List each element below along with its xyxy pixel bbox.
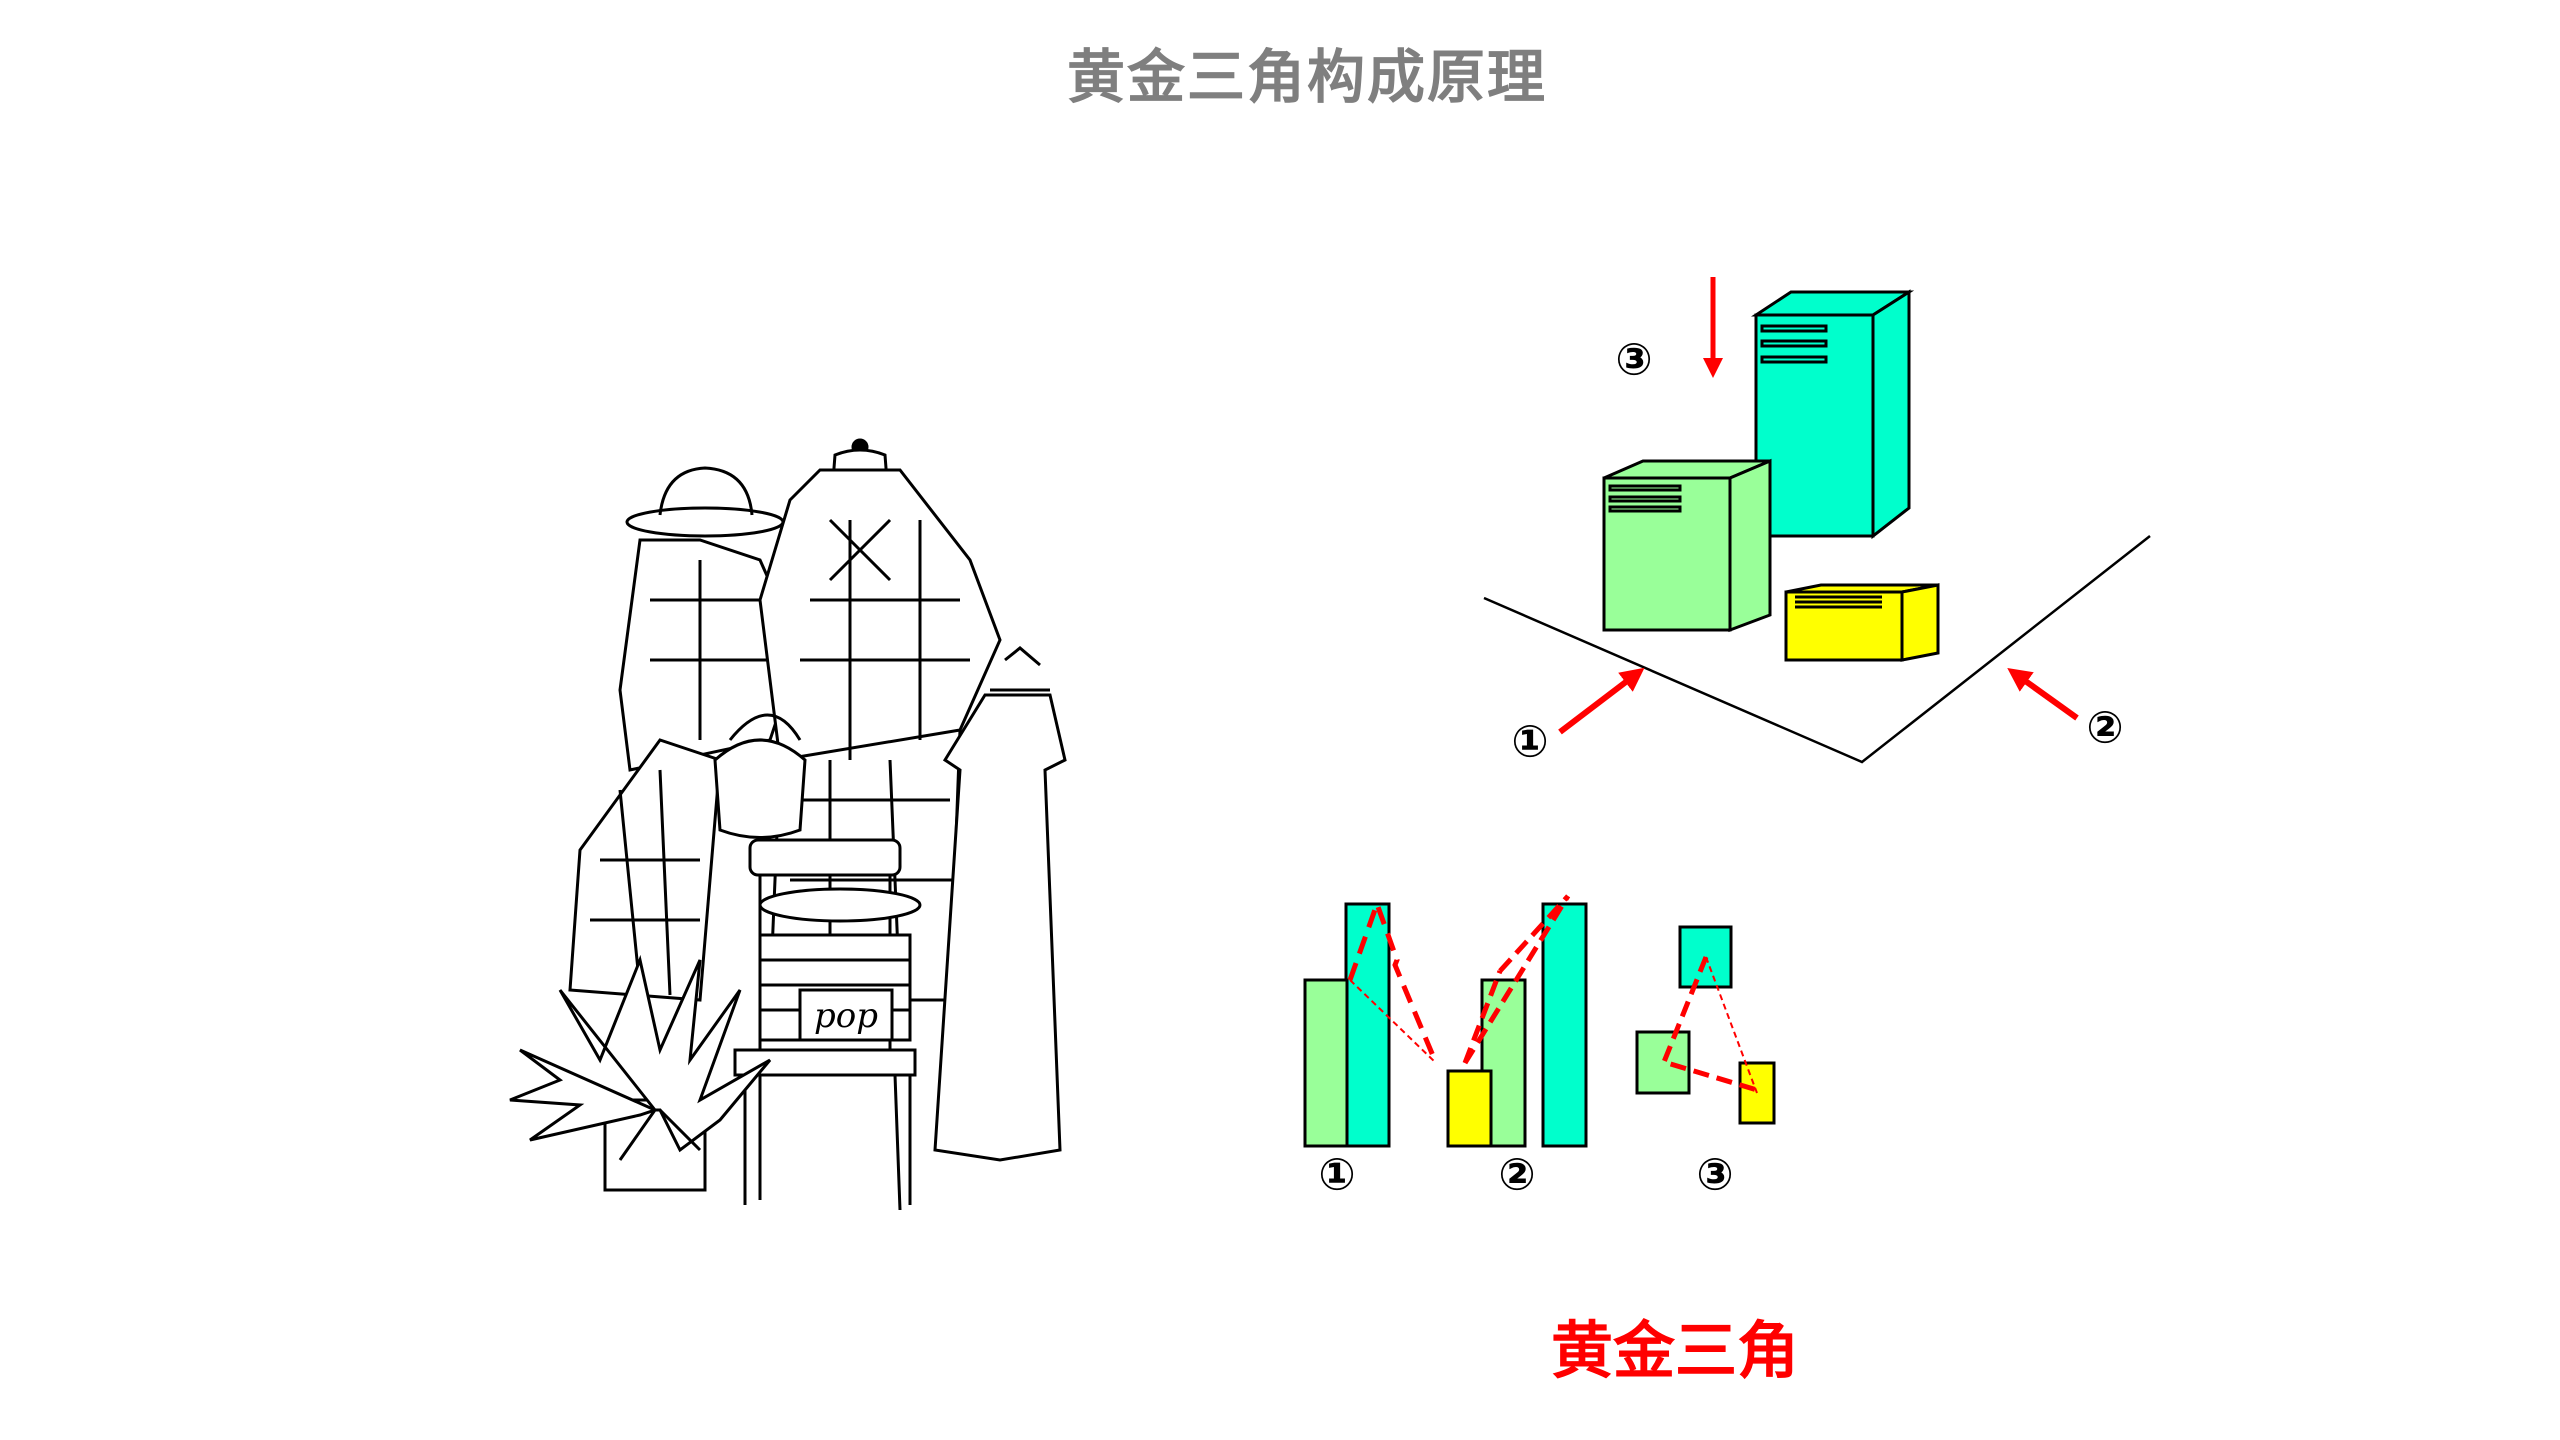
- view-1-label: ①: [1318, 1150, 1355, 1201]
- view-2-label: ②: [1498, 1150, 1535, 1201]
- chair-with-basket: [733, 838, 922, 1211]
- perspective-diagram: ③ ① ②: [1483, 277, 2151, 768]
- tall-teal-box: [1750, 289, 1915, 540]
- golden-triangle-caption: 黄金三角: [1550, 1314, 1799, 1387]
- hat-drawing: [625, 466, 785, 538]
- view-3-top: [1635, 925, 1776, 1125]
- slide-title: 黄金三角构成原理: [1066, 43, 1547, 111]
- arrow-view-2: [2007, 668, 2079, 721]
- view-label-3: ③: [1615, 335, 1652, 386]
- hanging-dress: [933, 646, 1067, 1162]
- handbag-drawing: [713, 713, 807, 839]
- view-label-2: ②: [2086, 703, 2123, 754]
- display-illustration: pop: [509, 438, 1067, 1211]
- medium-green-box: [1602, 458, 1772, 633]
- floor-corner-line: [1483, 535, 2151, 764]
- potted-plant: [509, 954, 772, 1192]
- arrow-view-1: [1558, 667, 1645, 735]
- view-2-side: [1446, 894, 1588, 1148]
- view-3-label: ③: [1696, 1150, 1733, 1201]
- pop-sign-text: pop: [814, 996, 878, 1036]
- mannequin-torso: [758, 438, 1002, 1002]
- small-yellow-box: [1784, 583, 1940, 662]
- view-label-1: ①: [1511, 717, 1548, 768]
